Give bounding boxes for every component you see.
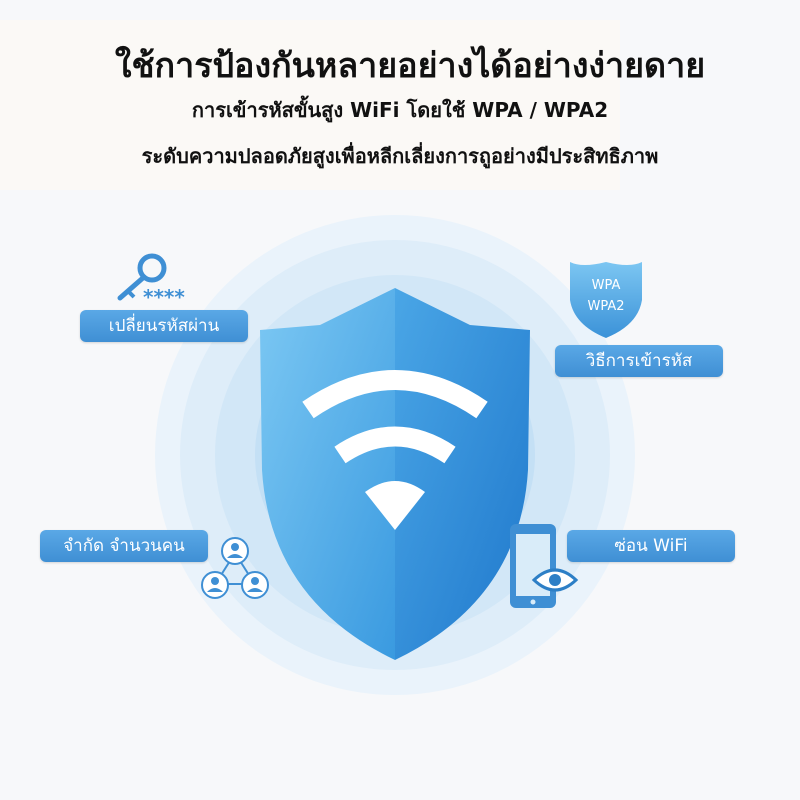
subheading-encryption: การเข้ารหัสขั้นสูง WiFi โดยใช้ WPA / WPA… (191, 98, 609, 122)
wpa-shield-icon: WPA WPA2 (570, 262, 642, 338)
limit-users-label: จำกัด จำนวนคน (40, 530, 208, 562)
main-heading: ใช้การป้องกันหลายอย่างได้อย่างง่ายดาย (114, 46, 706, 86)
change-password-label: เปลี่ยนรหัสผ่าน (80, 310, 248, 342)
hide-wifi-label: ซ่อน WiFi (567, 530, 735, 562)
wpa-label: WPA (592, 278, 621, 293)
header-band (0, 20, 620, 190)
wifi-shield-icon (260, 288, 530, 660)
key-icon (117, 253, 167, 301)
encryption-method-label: วิธีการเข้ารหัส (555, 345, 723, 377)
subheading-security: ระดับความปลอดภัยสูงเพื่อหลีกเลี่ยงการถูอ… (141, 144, 659, 168)
phone-eye-icon (510, 524, 579, 608)
password-mask: **** (143, 285, 185, 309)
wpa2-label: WPA2 (587, 299, 624, 314)
users-network-icon (201, 537, 269, 599)
